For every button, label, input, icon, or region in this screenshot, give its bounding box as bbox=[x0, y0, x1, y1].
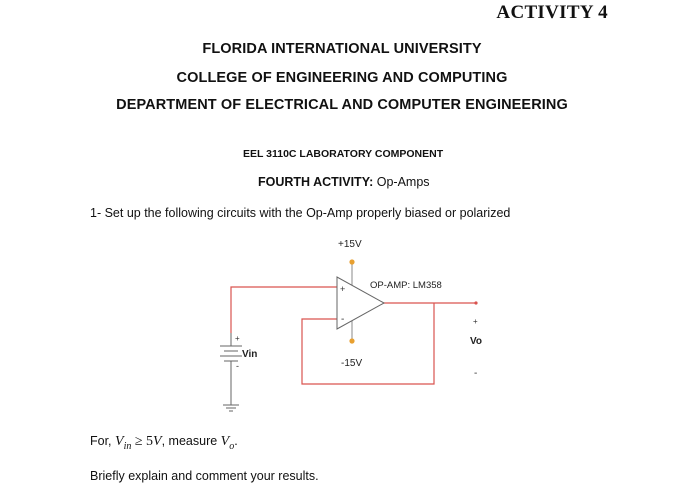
output-variable-subscript: o bbox=[229, 440, 235, 452]
measurement-task: For, Vin ≥ 5V, measure Vo. bbox=[90, 434, 238, 452]
input-voltage-label: Vin bbox=[242, 349, 257, 360]
opamp-plus-sign: + bbox=[340, 284, 345, 294]
task-measure: , measure bbox=[161, 434, 221, 448]
output-variable: Vo bbox=[220, 434, 235, 452]
activity-title: ACTIVITY 4 bbox=[496, 2, 608, 23]
activity-heading-label: FOURTH ACTIVITY: bbox=[258, 175, 374, 189]
input-variable-subscript: in bbox=[123, 440, 132, 452]
output-plus-sign: + bbox=[473, 317, 478, 326]
activity-heading-topic: Op-Amps bbox=[373, 175, 430, 189]
course-component: EEL 3110C LABORATORY COMPONENT bbox=[243, 148, 444, 160]
input-variable-base: V bbox=[115, 434, 124, 449]
activity-heading: FOURTH ACTIVITY: Op-Amps bbox=[258, 175, 430, 189]
output-terminal-node bbox=[474, 301, 478, 305]
task-prefix: For, bbox=[90, 434, 116, 448]
battery-minus-sign: - bbox=[236, 361, 239, 371]
output-minus-sign: - bbox=[474, 368, 477, 379]
opamp-symbol bbox=[336, 276, 386, 330]
wire-vin-to-noninverting bbox=[230, 286, 337, 333]
battery-symbol bbox=[220, 333, 242, 412]
output-voltage-label: Vo bbox=[470, 336, 482, 347]
positive-supply-node bbox=[349, 259, 355, 265]
task-unit: V bbox=[153, 434, 162, 449]
explain-instruction: Briefly explain and comment your results… bbox=[90, 469, 319, 483]
positive-supply-label: +15V bbox=[338, 239, 362, 250]
input-variable: Vin bbox=[115, 434, 132, 452]
instruction-text: 1- Set up the following circuits with th… bbox=[90, 206, 511, 220]
battery-plus-sign: + bbox=[235, 334, 240, 343]
university-name: FLORIDA INTERNATIONAL UNIVERSITY bbox=[202, 41, 482, 57]
task-end: . bbox=[234, 434, 238, 448]
opamp-minus-sign: - bbox=[341, 314, 344, 325]
opamp-model-label: OP-AMP: LM358 bbox=[370, 280, 442, 291]
wire-inverting-input bbox=[301, 303, 435, 385]
college-name: COLLEGE OF ENGINEERING AND COMPUTING bbox=[176, 70, 508, 86]
output-variable-base: V bbox=[220, 434, 230, 449]
department-name: DEPARTMENT OF ELECTRICAL AND COMPUTER EN… bbox=[116, 97, 568, 113]
task-relation: ≥ 5 bbox=[131, 434, 154, 449]
negative-supply-node bbox=[349, 338, 355, 344]
negative-supply-label: -15V bbox=[341, 358, 362, 369]
